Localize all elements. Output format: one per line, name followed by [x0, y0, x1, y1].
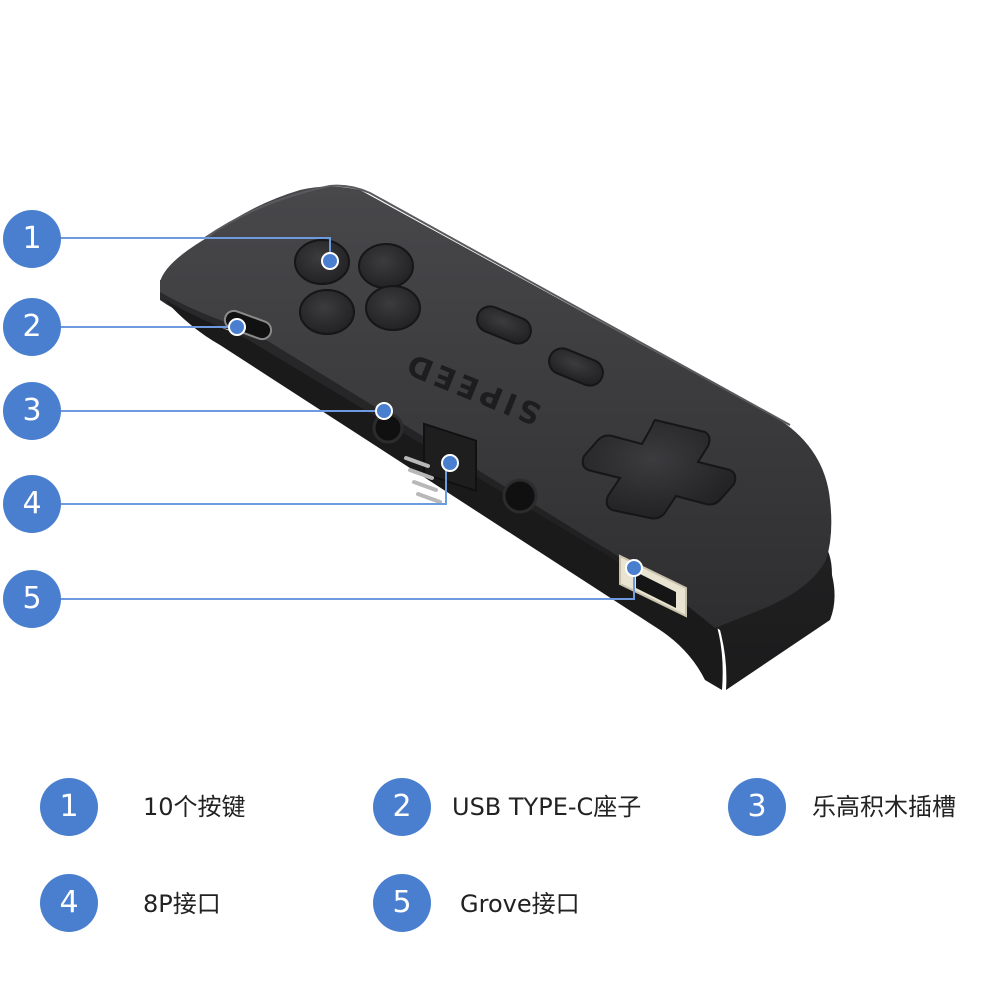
- callout-dot-5: [625, 559, 643, 577]
- legend-badge-5: 5: [373, 874, 431, 932]
- legend-badge-1: 1: [40, 778, 98, 836]
- callout-dot-4: [441, 454, 459, 472]
- face-button-bottom-left: [299, 289, 355, 335]
- face-button-top-right: [358, 243, 414, 289]
- callout-badge-3: 3: [3, 382, 61, 440]
- legend-label-5: Grove接口: [460, 890, 580, 918]
- callout-badge-5: 5: [3, 570, 61, 628]
- callout-badge-1: 1: [3, 210, 61, 268]
- callout-badge-2: 2: [3, 298, 61, 356]
- legend-label-4: 8P接口: [143, 890, 221, 918]
- legend-label-1: 10个按键: [143, 793, 246, 821]
- lego-slot-right: [502, 478, 538, 514]
- callout-dot-3: [375, 402, 393, 420]
- pill-button-upper: [476, 305, 532, 345]
- legend-badge-4: 4: [40, 874, 98, 932]
- usb-type-c-port: [223, 309, 273, 341]
- legend-label-2: USB TYPE-C座子: [452, 793, 642, 821]
- dpad: [581, 418, 737, 520]
- face-button-bottom-right: [365, 285, 421, 331]
- callout-badge-4: 4: [3, 475, 61, 533]
- pill-button-lower: [548, 347, 604, 387]
- legend-label-3: 乐高积木插槽: [812, 793, 956, 821]
- controller-bottom-face: [165, 300, 723, 690]
- legend-badge-3: 3: [728, 778, 786, 836]
- legend-badge-2: 2: [373, 778, 431, 836]
- leader-lines: [60, 237, 635, 600]
- callout-dot-1: [321, 252, 339, 270]
- callout-dot-2: [228, 318, 246, 336]
